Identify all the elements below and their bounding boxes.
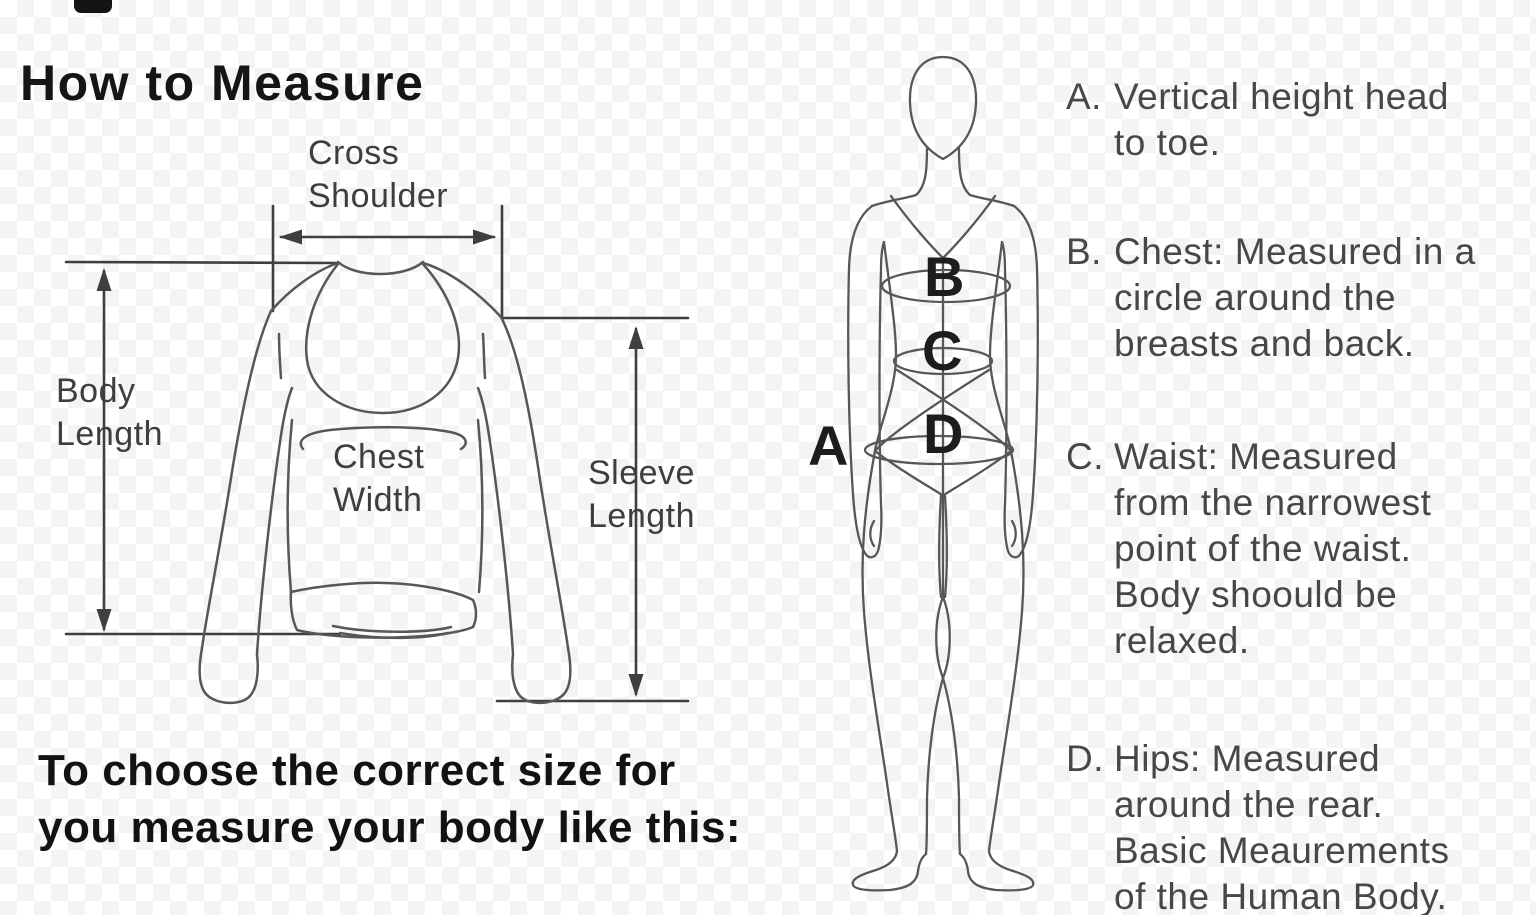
- neck-right-line: [957, 146, 972, 197]
- hem-inner-line: [331, 624, 453, 633]
- note-prefix: D.: [1066, 738, 1104, 779]
- note-item-c: C. Waist: Measured from the narrowest po…: [1066, 434, 1431, 664]
- page-title: How to Measure: [20, 55, 425, 111]
- hip-cross-line-1: [895, 368, 1013, 453]
- note-prefix: C.: [1066, 436, 1104, 477]
- figure-marker-d: D: [923, 402, 964, 465]
- figure-marker-b: B: [924, 245, 965, 308]
- hip-cross-line-2: [873, 368, 991, 453]
- hip-vee-right: [942, 449, 1013, 497]
- left-foot-outline: [851, 849, 928, 892]
- corner-artifact: [74, 0, 112, 13]
- right-foot-outline: [958, 849, 1035, 892]
- left-hand-detail: [869, 519, 876, 548]
- hip-measure-ellipse: [863, 434, 1015, 466]
- left-sleeve-outline: [198, 309, 294, 705]
- right-hand-detail: [1010, 519, 1017, 548]
- head-outline: [908, 55, 978, 161]
- arrowhead-right-icon: [473, 229, 496, 245]
- hip-vee-left: [873, 449, 944, 497]
- torso-left-line: [873, 240, 898, 452]
- sizing-statement: To choose the correct size for you measu…: [38, 746, 742, 852]
- note-item-d: D. Hips: Measured around the rear. Basic…: [1066, 736, 1449, 915]
- figure-marker-a: A: [808, 414, 849, 477]
- right-shoulder-line: [421, 261, 503, 319]
- cross-shoulder-label: Cross Shoulder: [308, 134, 449, 215]
- left-underarm-seam: [277, 332, 283, 380]
- inner-thigh-right: [943, 494, 949, 599]
- neck-scoop-line: [305, 262, 461, 415]
- vneck-left-line: [889, 194, 944, 259]
- right-sleeve-outline: [476, 315, 572, 705]
- note-text: Waist: Measured from the narrowest point…: [1114, 436, 1432, 661]
- body-figure-drawing: [847, 55, 1039, 892]
- chest-width-label: Chest Width: [333, 438, 425, 519]
- arrowhead-down-icon: [96, 609, 112, 632]
- note-prefix: A.: [1066, 76, 1102, 117]
- inner-calf-right: [941, 676, 962, 856]
- right-underarm-seam: [481, 332, 487, 380]
- figure-marker-c: C: [922, 319, 963, 382]
- note-item-a: A. Vertical height head to toe.: [1066, 74, 1449, 166]
- left-leg-outline: [861, 449, 899, 853]
- left-arm-outline: [847, 204, 886, 559]
- body-length-top-reference-line: [64, 260, 338, 265]
- right-body-side-line: [476, 418, 484, 594]
- vneck-right-line: [942, 194, 997, 259]
- right-arm-outline: [1000, 204, 1039, 559]
- knee-lens-left: [935, 595, 945, 680]
- arrowhead-left-icon: [279, 229, 302, 245]
- hem-band-outline: [289, 581, 478, 639]
- inner-calf-left: [924, 676, 945, 856]
- right-leg-outline: [987, 449, 1025, 853]
- note-prefix: B.: [1066, 231, 1102, 272]
- arrowhead-down-icon: [628, 674, 644, 697]
- arrowheads: [96, 229, 644, 697]
- neck-left-line: [914, 146, 929, 197]
- sweater-drawing: [198, 260, 572, 705]
- collar-outer-line: [336, 260, 425, 276]
- arrowhead-up-icon: [96, 268, 112, 291]
- chest-measure-ellipse: [880, 268, 1012, 304]
- body-length-label: Body Length: [56, 372, 163, 453]
- arrowhead-up-icon: [628, 326, 644, 349]
- chest-width-arc: [299, 425, 467, 451]
- note-item-b: B. Chest: Measured in a circle around th…: [1066, 229, 1476, 367]
- hem-inner-line-2: [338, 631, 450, 640]
- left-shoulder-line: [269, 261, 340, 313]
- note-text: Vertical height head to toe.: [1114, 76, 1450, 163]
- note-text: Chest: Measured in a circle around the b…: [1114, 231, 1476, 364]
- waist-measure-ellipse: [892, 346, 994, 376]
- inner-thigh-left: [937, 494, 943, 599]
- knee-lens-right: [941, 595, 951, 680]
- note-text: Hips: Measured around the rear. Basic Me…: [1114, 738, 1450, 915]
- torso-right-line: [988, 240, 1013, 452]
- left-body-side-line: [286, 418, 294, 594]
- sleeve-length-label: Sleeve Length: [588, 454, 695, 535]
